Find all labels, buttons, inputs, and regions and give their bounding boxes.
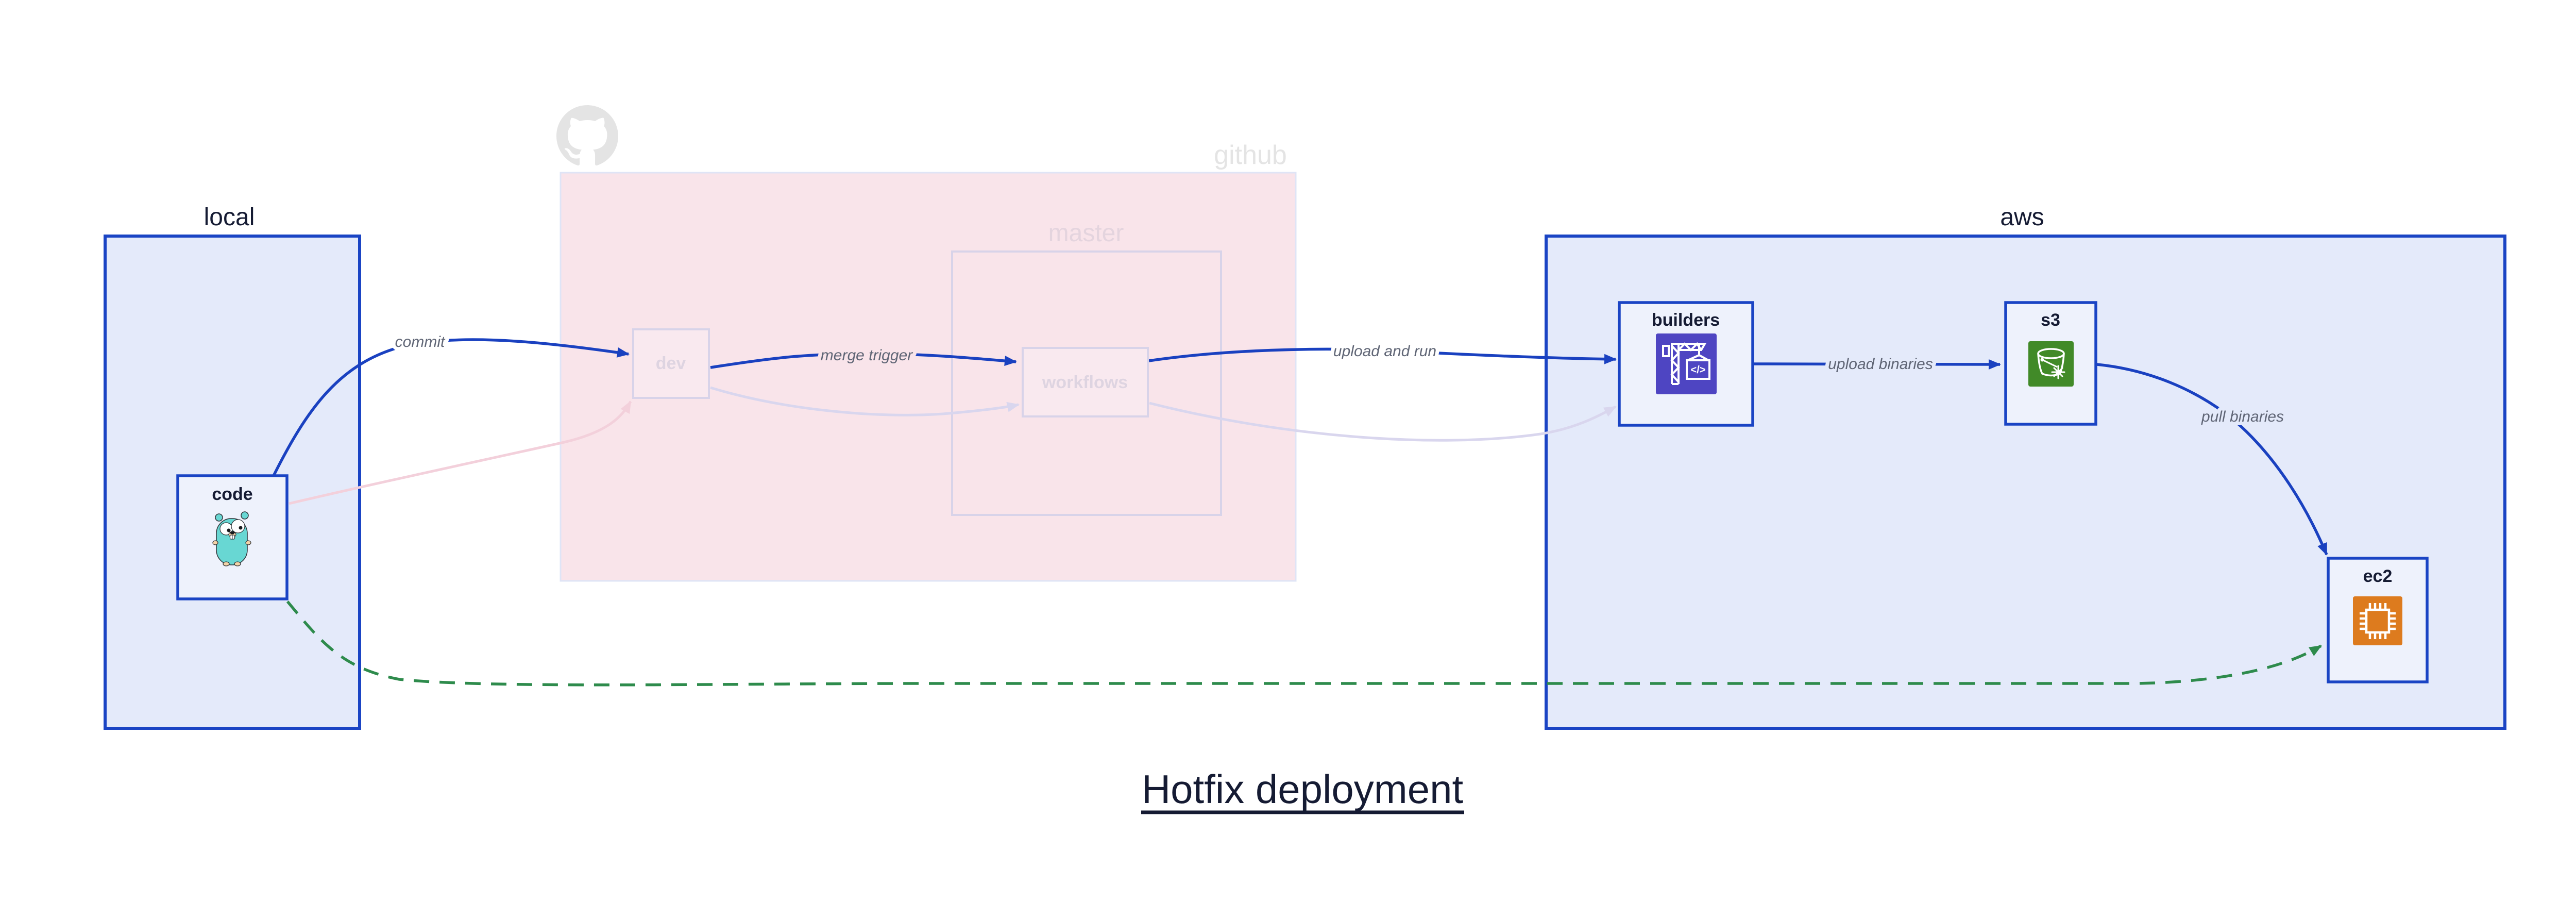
master-group-label: master xyxy=(1048,220,1124,247)
edges xyxy=(272,338,2328,687)
codebuild-code-glyph: </> xyxy=(1691,364,1706,376)
github-octocat-icon xyxy=(556,105,618,166)
node-code: code xyxy=(176,474,289,600)
workflows-node-label: workflows xyxy=(1042,373,1128,392)
node-dev: dev xyxy=(632,328,710,399)
node-ec2: ec2 xyxy=(2327,557,2429,683)
edge-commit xyxy=(272,338,630,478)
code-node-label: code xyxy=(212,485,252,504)
codebuild-icon: </> xyxy=(1656,333,1717,394)
node-builders: builders </> xyxy=(1618,301,1754,427)
diagram-title-text: Hotfix deployment xyxy=(1142,766,1464,812)
edge-hotfix-dashed xyxy=(286,600,2322,687)
dev-node-box xyxy=(632,328,710,399)
builders-node-label: builders xyxy=(1652,310,1720,330)
edge-label-commit: commit xyxy=(395,333,446,350)
s3-bucket-icon xyxy=(2028,341,2074,387)
group-local: local xyxy=(104,204,361,730)
edge-merge-trigger xyxy=(710,352,1017,369)
edge-ghost-dev-to-workflows xyxy=(710,386,1020,416)
edge-ghost-code-to-dev xyxy=(289,400,632,505)
edge-label-pull-binaries: pull binaries xyxy=(2201,408,2284,425)
go-gopher-icon xyxy=(212,511,251,566)
workflows-node-box xyxy=(1022,347,1149,417)
s3-node-label: s3 xyxy=(2041,310,2060,330)
dev-node-label: dev xyxy=(656,354,686,373)
edge-pull-binaries xyxy=(2096,363,2328,556)
ec2-node-label: ec2 xyxy=(2363,566,2393,586)
diagram-title: Hotfix deployment xyxy=(1141,766,1464,814)
edge-ghost-workflows-to-builders xyxy=(1149,402,1617,442)
edge-upload-and-run xyxy=(1148,347,1617,364)
master-group-box xyxy=(951,250,1222,516)
edge-labels: commit merge trigger upload and run uplo… xyxy=(392,330,2287,429)
edge-label-upload-binaries: upload binaries xyxy=(1828,356,1933,373)
edge-label-merge-trigger: merge trigger xyxy=(821,347,913,364)
github-group-label: github xyxy=(1214,140,1287,170)
local-group-label: local xyxy=(204,204,255,231)
edge-label-upload-and-run: upload and run xyxy=(1333,343,1436,360)
node-workflows: workflows xyxy=(1022,347,1149,417)
ec2-chip-icon xyxy=(2353,596,2402,645)
aws-group-label: aws xyxy=(2000,204,2044,231)
node-s3: s3 xyxy=(2004,301,2097,426)
